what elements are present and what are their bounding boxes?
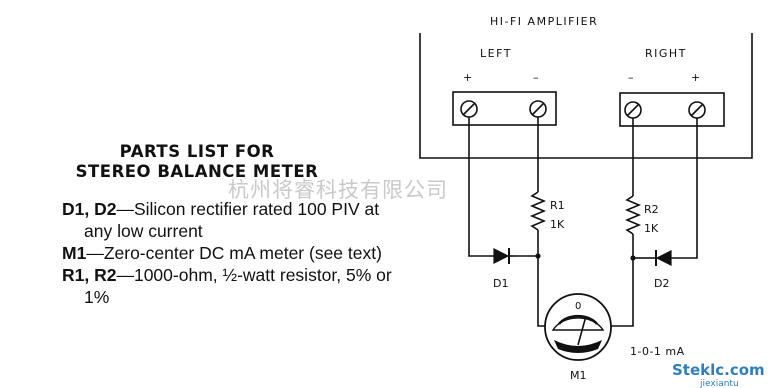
right-terminal-strip: [619, 92, 725, 127]
parts-list: PARTS LIST FOR STEREO BALANCE METER D1, …: [62, 142, 402, 308]
parts-list-item-meter: M1—Zero-center DC mA meter (see text): [62, 242, 402, 264]
circuit-wiring: [468, 117, 698, 327]
parts-list-item-resistors: R1, R2—1000-ohm, ½-watt resistor, 5% or …: [62, 264, 402, 308]
site-logo-watermark: Steklc.com: [672, 361, 765, 379]
left-minus-sign: –: [533, 71, 539, 84]
left-channel-label: LEFT: [480, 47, 512, 60]
junction-left: [535, 253, 541, 259]
parts-list-items: D1, D2—Silicon rectifier rated 100 PIV a…: [62, 198, 402, 308]
amplifier-enclosure: [419, 33, 753, 159]
parts-list-item-diodes: D1, D2—Silicon rectifier rated 100 PIV a…: [62, 198, 402, 242]
left-plus-sign: +: [463, 71, 472, 84]
part-code: M1: [62, 243, 87, 263]
meter-needle: [577, 315, 587, 346]
d1-name: D1: [493, 277, 508, 290]
site-logo-subtitle: jiexiantu: [699, 379, 739, 388]
parts-list-title-line1: PARTS LIST FOR: [119, 142, 275, 161]
diode-d1: [493, 248, 516, 264]
part-description: —1000-ohm, ½-watt resistor, 5% or 1%: [84, 265, 392, 307]
left-terminal-strip: [452, 91, 557, 126]
right-minus-sign: –: [628, 71, 634, 84]
right-plus-sign: +: [691, 71, 700, 84]
r2-name: R2: [644, 203, 659, 216]
r2-value: 1K: [644, 222, 659, 235]
part-description: —Zero-center DC mA meter (see text): [86, 243, 382, 263]
junction-right: [630, 255, 636, 261]
part-description: —Silicon rectifier rated 100 PIV at any …: [84, 199, 380, 241]
d2-name: D2: [654, 277, 669, 290]
amplifier-title: HI-FI AMPLIFIER: [490, 15, 598, 28]
diode-d2: [649, 250, 672, 266]
right-channel-label: RIGHT: [645, 47, 687, 60]
company-watermark: 杭州将睿科技有限公司: [228, 178, 448, 202]
meter-range-label: 1-0-1 mA: [630, 345, 685, 358]
part-code: D1, D2: [62, 199, 117, 219]
r1-name: R1: [550, 199, 565, 212]
m1-name: M1: [570, 369, 587, 382]
r1-value: 1K: [550, 218, 565, 231]
parts-list-title-line2: STEREO BALANCE METER: [75, 162, 319, 181]
meter-m1: [544, 293, 612, 361]
part-code: R1, R2: [62, 265, 117, 285]
meter-zero-mark: 0: [575, 301, 581, 312]
